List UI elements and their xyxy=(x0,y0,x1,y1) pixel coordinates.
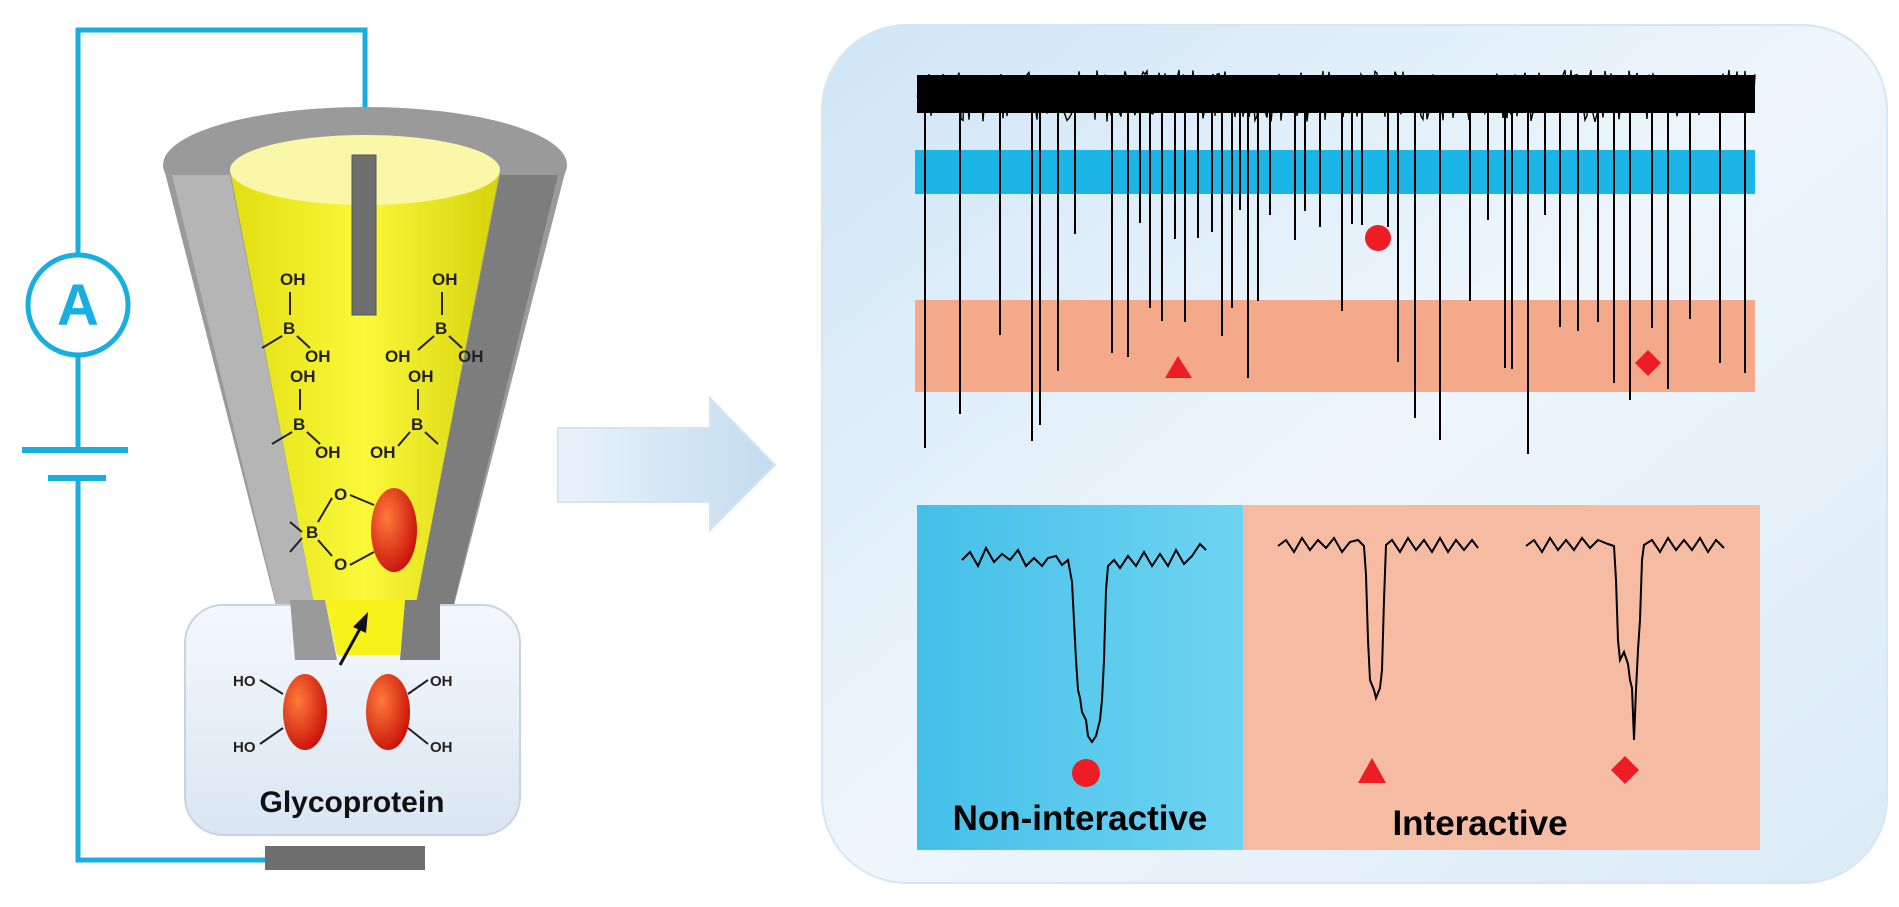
sample-reservoir: HO HO OH OH Glycoprotein xyxy=(184,600,521,836)
glycoprotein-molecule-2 xyxy=(366,674,410,750)
svg-text:B: B xyxy=(435,319,447,338)
boronic-acid-groups: OH B OH OH B OH OH OH B OH OH B xyxy=(261,270,484,574)
glycoprotein-molecule-1 xyxy=(283,674,327,750)
ammeter-symbol: A xyxy=(57,273,99,338)
svg-text:HO: HO xyxy=(233,673,256,690)
non-interactive-event-trace xyxy=(961,542,1207,744)
svg-text:OH: OH xyxy=(305,347,331,366)
interactive-event-trace-2 xyxy=(1525,536,1725,741)
svg-text:OH: OH xyxy=(370,443,396,462)
marker-diamond-bottom xyxy=(1611,756,1639,784)
interactive-event-trace-1 xyxy=(1277,535,1479,702)
circuit-wire xyxy=(75,27,368,863)
boronic-acid-2: OH B OH OH xyxy=(385,270,484,366)
svg-text:OH: OH xyxy=(430,739,453,756)
translocation-arrow xyxy=(338,624,364,666)
svg-text:OH: OH xyxy=(280,270,306,289)
marker-triangle-bottom xyxy=(1358,758,1386,783)
svg-text:O: O xyxy=(334,555,347,574)
svg-text:OH: OH xyxy=(458,347,484,366)
svg-text:B: B xyxy=(283,319,295,338)
boronate-ester: O O B xyxy=(289,485,375,574)
yellow-cone xyxy=(230,170,500,660)
sample-label: Glycoprotein xyxy=(259,786,444,819)
trace-baseline-band xyxy=(917,75,1755,113)
nanopipette xyxy=(163,107,567,660)
non-interactive-label: Non-interactive xyxy=(953,799,1208,838)
internal-electrode xyxy=(351,154,377,316)
captured-glycoprotein xyxy=(371,488,417,572)
svg-text:OH: OH xyxy=(432,270,458,289)
battery-symbol xyxy=(22,447,128,481)
interactive-label: Interactive xyxy=(1392,804,1567,843)
svg-text:B: B xyxy=(293,415,305,434)
svg-text:O: O xyxy=(334,485,347,504)
svg-text:OH: OH xyxy=(385,347,411,366)
interactive-panel xyxy=(1243,505,1760,850)
ammeter: A xyxy=(25,252,131,358)
svg-text:B: B xyxy=(306,523,318,542)
svg-text:OH: OH xyxy=(315,443,341,462)
marker-diamond-top xyxy=(1635,350,1661,376)
marker-circle-top xyxy=(1365,225,1391,251)
svg-text:OH: OH xyxy=(290,367,316,386)
svg-text:B: B xyxy=(411,415,423,434)
boronic-acid-4: OH B OH xyxy=(370,367,439,462)
svg-text:OH: OH xyxy=(408,367,434,386)
boronic-acid-1: OH B OH xyxy=(261,270,331,366)
flow-arrow xyxy=(557,395,777,533)
boronic-acid-3: OH B OH xyxy=(271,367,341,462)
svg-text:HO: HO xyxy=(233,739,256,756)
bath-electrode xyxy=(265,846,425,870)
svg-text:OH: OH xyxy=(430,673,453,690)
non-interactive-panel xyxy=(917,505,1243,850)
marker-circle-bottom xyxy=(1072,759,1100,787)
marker-triangle-top xyxy=(1165,356,1192,378)
